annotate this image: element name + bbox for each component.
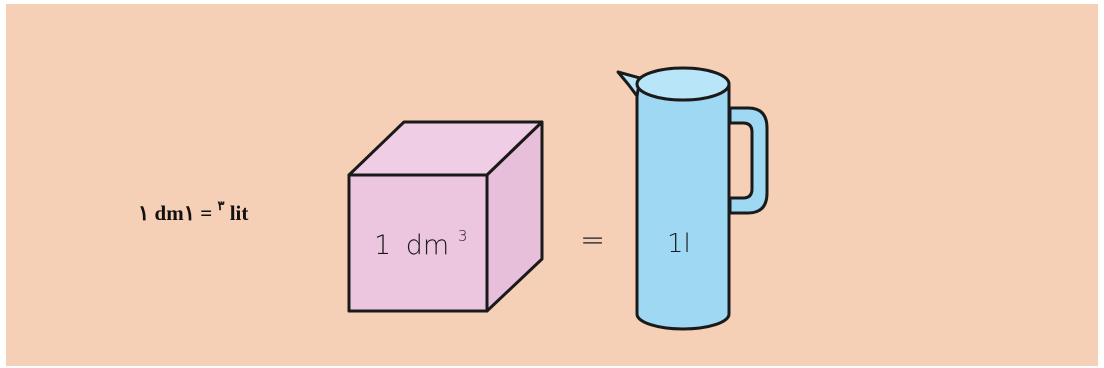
pitcher-body — [637, 84, 729, 329]
pitcher-opening — [637, 68, 729, 100]
cube-label-unit: dm — [406, 230, 449, 261]
pitcher-handle — [730, 108, 767, 213]
cube-icon — [349, 122, 542, 311]
pitcher-icon — [618, 68, 767, 329]
cube-label-exponent: 3 — [458, 227, 468, 245]
pitcher-label: 1l — [667, 229, 691, 259]
cube-label-number: 1 — [374, 230, 391, 261]
cube-label: 1 dm 3 — [374, 227, 467, 261]
equals-sign: = — [580, 223, 605, 258]
